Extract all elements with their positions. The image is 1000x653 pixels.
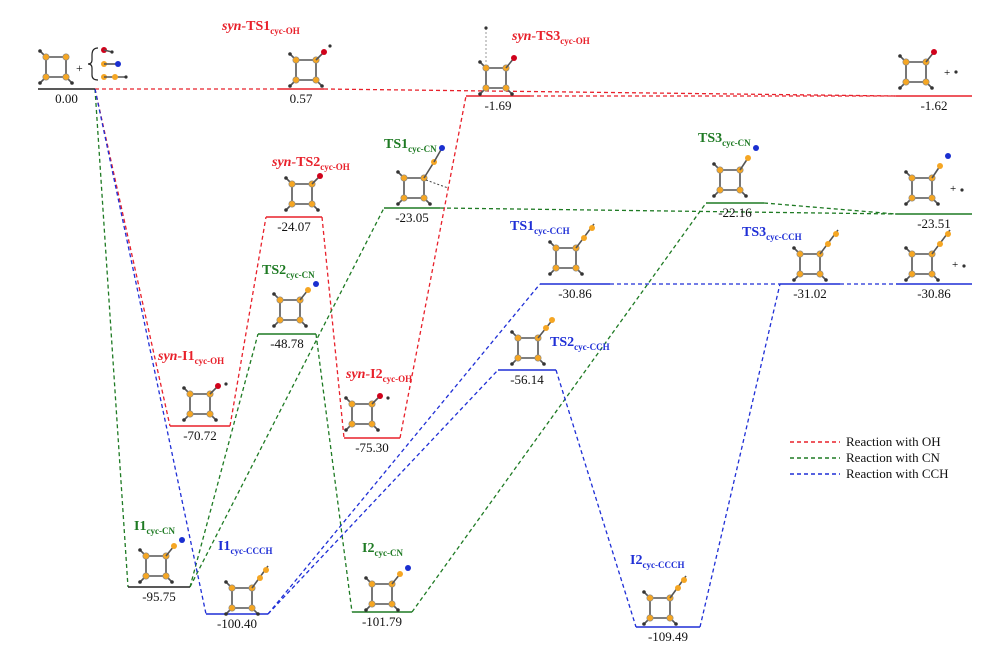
molecule-ts3-cch [791, 229, 839, 283]
level-value-ts2-cn: -48.78 [270, 336, 304, 351]
label-ts1-oh: syn-TS1cyc-OH [221, 19, 300, 36]
level-value-prod-cch: -30.86 [917, 286, 951, 301]
molecule-ts2-cch [509, 317, 555, 367]
molecule-ts3-cn [711, 145, 759, 199]
molecule-i2-cch [641, 575, 687, 627]
svg-text:+: + [944, 67, 950, 79]
label-ts3-oh: syn-TS3cyc-OH [511, 29, 590, 46]
svg-text:+: + [952, 259, 958, 271]
molecule-i1-oh [181, 382, 228, 423]
label-i2-oh: syn-I2cyc-OH [345, 367, 412, 384]
connector-oh-6 [323, 88, 897, 97]
legend: Reaction with OH Reaction with CN Reacti… [790, 434, 949, 481]
level-value-prod-cn: -23.51 [917, 216, 951, 231]
level-value-ts2-cch: -56.14 [510, 372, 544, 387]
level-value-ts3-oh: -1.69 [484, 98, 511, 113]
label-ts3-cn: TS3cyc-CN [698, 131, 751, 148]
level-value-ts1-cn: -23.05 [395, 210, 429, 225]
label-i1-cch: I1cyc-CCCH [218, 539, 272, 556]
connector-oh-1 [229, 216, 267, 427]
legend-label-cn: Reaction with CN [846, 450, 940, 465]
level-value-ts1-oh: 0.57 [290, 91, 313, 106]
connector-cch-3 [267, 369, 499, 615]
molecule-prod-cch: + [903, 229, 966, 283]
molecule-i1-cn [137, 537, 185, 585]
molecule-i2-cn [363, 565, 411, 613]
molecule-structures: + + + + [37, 26, 966, 627]
connector-cn-5 [411, 202, 707, 613]
connector-lines [94, 88, 897, 628]
label-i2-cch: I2cyc-CCCH [630, 553, 684, 570]
connector-cn-0 [94, 88, 129, 588]
connector-cch-1 [267, 283, 541, 615]
molecule-prod-oh: + [897, 49, 958, 91]
legend-label-oh: Reaction with OH [846, 434, 941, 449]
level-value-i1-cch: -100.40 [217, 616, 257, 631]
label-i2-cn: I2cyc-CN [362, 541, 403, 558]
label-ts1-cch: TS1cyc-CCH [510, 219, 570, 236]
level-value-ts3-cch: -31.02 [793, 286, 827, 301]
level-value-prod-oh: -1.62 [920, 98, 947, 113]
molecule-ts3-oh [477, 26, 517, 97]
molecule-ts2-oh [283, 173, 323, 213]
molecule-ts1-cch [547, 223, 595, 277]
connector-cch-0 [94, 88, 207, 615]
level-value-i2-oh: -75.30 [355, 440, 389, 455]
level-value-i1-oh: -70.72 [183, 428, 217, 443]
connector-cn-2 [439, 207, 897, 215]
level-value-ts1-cch: -30.86 [558, 286, 592, 301]
label-i1-oh: syn-I1cyc-OH [157, 349, 224, 366]
label-ts2-cch: TS2cyc-CCH [550, 335, 610, 352]
label-ts2-cn: TS2cyc-CN [262, 263, 315, 280]
energy-levels: 0.00 0.57 -1.69 -1.62 -24.07 -70.72 -75.30 -23.… [38, 88, 972, 644]
molecule-ts1-cn [395, 145, 449, 207]
connector-cn-1 [189, 207, 385, 588]
level-value-ts3-cn: -22.16 [718, 205, 752, 220]
label-ts1-cn: TS1cyc-CN [384, 137, 437, 154]
svg-text:+: + [950, 183, 956, 195]
connector-cch-5 [699, 283, 781, 628]
connector-cn-3 [189, 333, 259, 588]
level-value-reactant: 0.00 [55, 91, 78, 106]
label-i1-cn: I1cyc-CN [134, 519, 175, 536]
species-labels: syn-TS1cyc-OH syn-TS2cyc-OH syn-TS3cyc-OH s… [134, 19, 802, 570]
level-value-i1-cn: -95.75 [142, 589, 176, 604]
molecule-ts1-oh [287, 44, 332, 89]
level-value-i2-cch: -109.49 [648, 629, 688, 644]
molecule-i2-oh [343, 393, 390, 433]
legend-label-cch: Reaction with CCH [846, 466, 949, 481]
connector-oh-2 [321, 216, 345, 439]
label-ts3-cch: TS3cyc-CCH [742, 225, 802, 242]
molecule-radicals-bracket: + [76, 47, 128, 81]
molecule-ts2-cn [271, 281, 319, 329]
level-value-i2-cn: -101.79 [362, 614, 402, 629]
molecule-i1-cch [223, 565, 269, 617]
connector-cch-4 [555, 369, 637, 628]
connector-oh-3 [399, 95, 467, 439]
molecule-reactant [37, 48, 75, 86]
connector-cn-6 [763, 202, 897, 215]
svg-text:+: + [76, 61, 83, 75]
molecule-prod-cn: + [903, 153, 964, 207]
connector-cn-4 [315, 333, 353, 613]
label-ts2-oh: syn-TS2cyc-OH [271, 155, 350, 172]
level-value-ts2-oh: -24.07 [277, 219, 311, 234]
